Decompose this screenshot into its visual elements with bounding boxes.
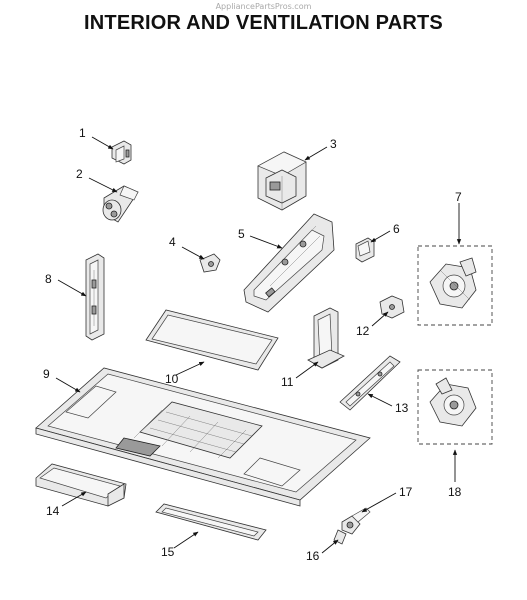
- part-6-switch[interactable]: [355, 237, 375, 263]
- part-2-capacitor[interactable]: [102, 185, 139, 223]
- leader-2: [88, 177, 118, 193]
- callout-1: 1: [79, 126, 86, 140]
- part-10-grease-filter[interactable]: [145, 309, 279, 371]
- leader-4: [181, 246, 205, 260]
- callout-2: 2: [76, 167, 83, 181]
- callout-4: 4: [169, 235, 176, 249]
- callout-3: 3: [330, 137, 337, 151]
- leader-14: [61, 491, 87, 507]
- part-5-chassis-frame[interactable]: [243, 213, 335, 313]
- leader-12: [371, 311, 389, 327]
- callout-15: 15: [161, 545, 175, 559]
- leader-8: [57, 279, 87, 297]
- part-16-17-thermal-sensor[interactable]: [333, 507, 371, 545]
- leader-9: [55, 377, 81, 393]
- callout-9: 9: [43, 367, 50, 381]
- callout-7: 7: [455, 190, 462, 204]
- part-1-bracket[interactable]: [111, 140, 132, 165]
- callout-12: 12: [356, 324, 370, 338]
- callout-8: 8: [45, 272, 52, 286]
- callout-5: 5: [238, 227, 245, 241]
- callout-14: 14: [46, 504, 60, 518]
- leader-17: [361, 492, 397, 513]
- part-3-transformer[interactable]: [257, 151, 307, 211]
- leader-5: [249, 235, 283, 249]
- watermark: AppliancePartsPros.com: [215, 2, 312, 11]
- callout-13: 13: [395, 401, 409, 415]
- callout-10: 10: [165, 372, 179, 386]
- leader-3: [304, 146, 328, 161]
- leader-10: [175, 361, 205, 376]
- part-13-rail-bracket[interactable]: [339, 355, 401, 411]
- callout-17: 17: [399, 485, 413, 499]
- part-8-vertical-bracket[interactable]: [85, 253, 105, 341]
- callout-18: 18: [448, 485, 462, 499]
- page-title: INTERIOR AND VENTILATION PARTS: [84, 12, 443, 34]
- leader-1: [91, 136, 114, 150]
- leader-11: [295, 361, 319, 379]
- leader-6: [370, 230, 391, 243]
- leader-13: [367, 393, 393, 407]
- part-12-sensor[interactable]: [379, 295, 405, 319]
- part-14-duct[interactable]: [35, 463, 127, 507]
- part-11-vent-damper[interactable]: [307, 307, 345, 369]
- callout-11: 11: [281, 375, 294, 389]
- part-15-flat-plate[interactable]: [155, 503, 267, 541]
- callout-16: 16: [306, 549, 320, 563]
- part-9-bottom-plate[interactable]: [35, 367, 371, 507]
- part-4-clip[interactable]: [199, 253, 221, 273]
- part-7-fan-motor[interactable]: [417, 245, 493, 326]
- callout-6: 6: [393, 222, 400, 236]
- leader-15: [173, 531, 199, 549]
- part-18-fan-motor[interactable]: [417, 369, 493, 445]
- leader-16: [321, 539, 339, 554]
